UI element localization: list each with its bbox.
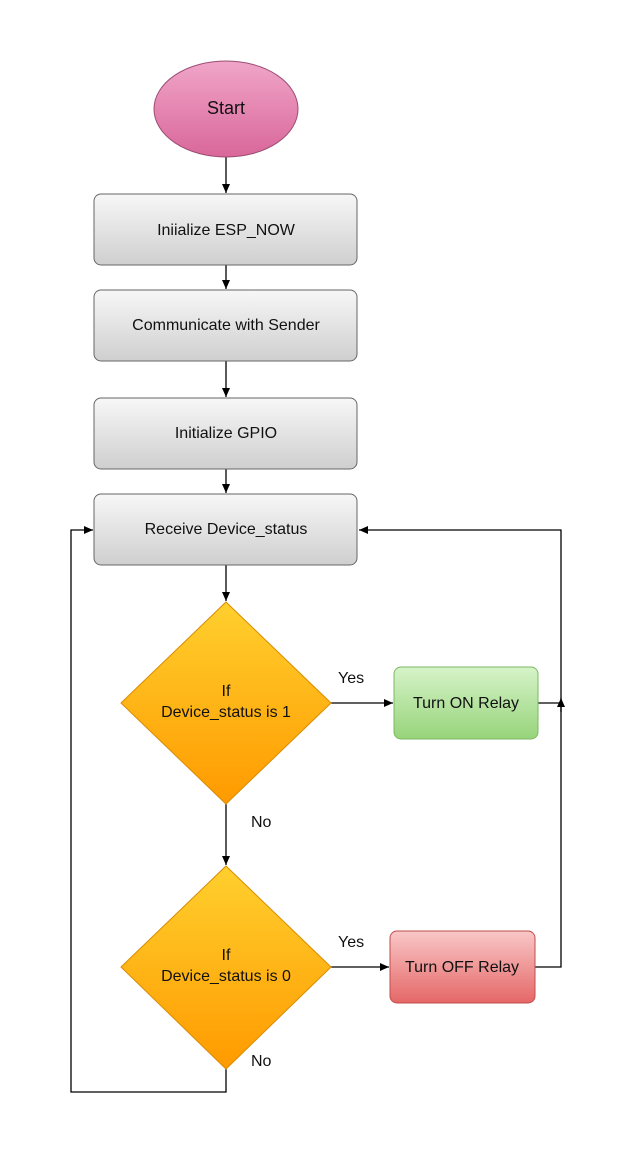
decision-status-0-line1: If: [222, 947, 231, 964]
step-init-espnow-label: Iniialize ESP_NOW: [157, 222, 296, 239]
step-communicate-box: [93, 289, 358, 362]
step-init-espnow-box: [93, 193, 358, 266]
step-receive-status: Receive Device_status: [93, 493, 358, 566]
start-label: Start: [207, 98, 245, 118]
action-turn-off-relay-box: [389, 930, 536, 1004]
step-communicate: Communicate with Sender: [93, 289, 358, 362]
action-turn-on-relay-box: [393, 666, 539, 740]
decision-status-0: If Device_status is 0: [120, 865, 332, 1070]
decision-status-1-diamond: [120, 601, 332, 805]
no-label-decision1: No: [251, 814, 272, 831]
step-receive-status-box: [93, 493, 358, 566]
step-receive-status-label: Receive Device_status: [145, 521, 308, 538]
start-node: Start: [153, 60, 299, 158]
step-init-espnow: Iniialize ESP_NOW: [93, 193, 358, 266]
yes-label-decision1: Yes: [338, 670, 364, 687]
action-turn-on-relay-label: Turn ON Relay: [413, 695, 519, 712]
decision-status-0-diamond: [120, 865, 332, 1070]
decision-status-1-line1: If: [222, 683, 231, 700]
decision-status-1: If Device_status is 1: [120, 601, 332, 805]
step-init-gpio-label: Initialize GPIO: [175, 425, 277, 442]
no-label-decision2: No: [251, 1053, 272, 1070]
start-ellipse: [153, 60, 299, 158]
decision-status-1-line2: Device_status is 1: [161, 704, 291, 721]
yes-label-decision2: Yes: [338, 934, 364, 951]
action-turn-on-relay: Turn ON Relay: [393, 666, 539, 740]
arrow-decision2-no-loop: [70, 526, 227, 1093]
step-communicate-label: Communicate with Sender: [132, 317, 320, 334]
step-init-gpio: Initialize GPIO: [93, 397, 358, 470]
decision-status-0-line2: Device_status is 0: [161, 968, 291, 985]
action-turn-off-relay-label: Turn OFF Relay: [405, 959, 519, 976]
arrow-off-loop-back: [359, 526, 562, 968]
step-init-gpio-box: [93, 397, 358, 470]
connectors: [70, 157, 565, 1093]
action-turn-off-relay: Turn OFF Relay: [389, 930, 536, 1004]
